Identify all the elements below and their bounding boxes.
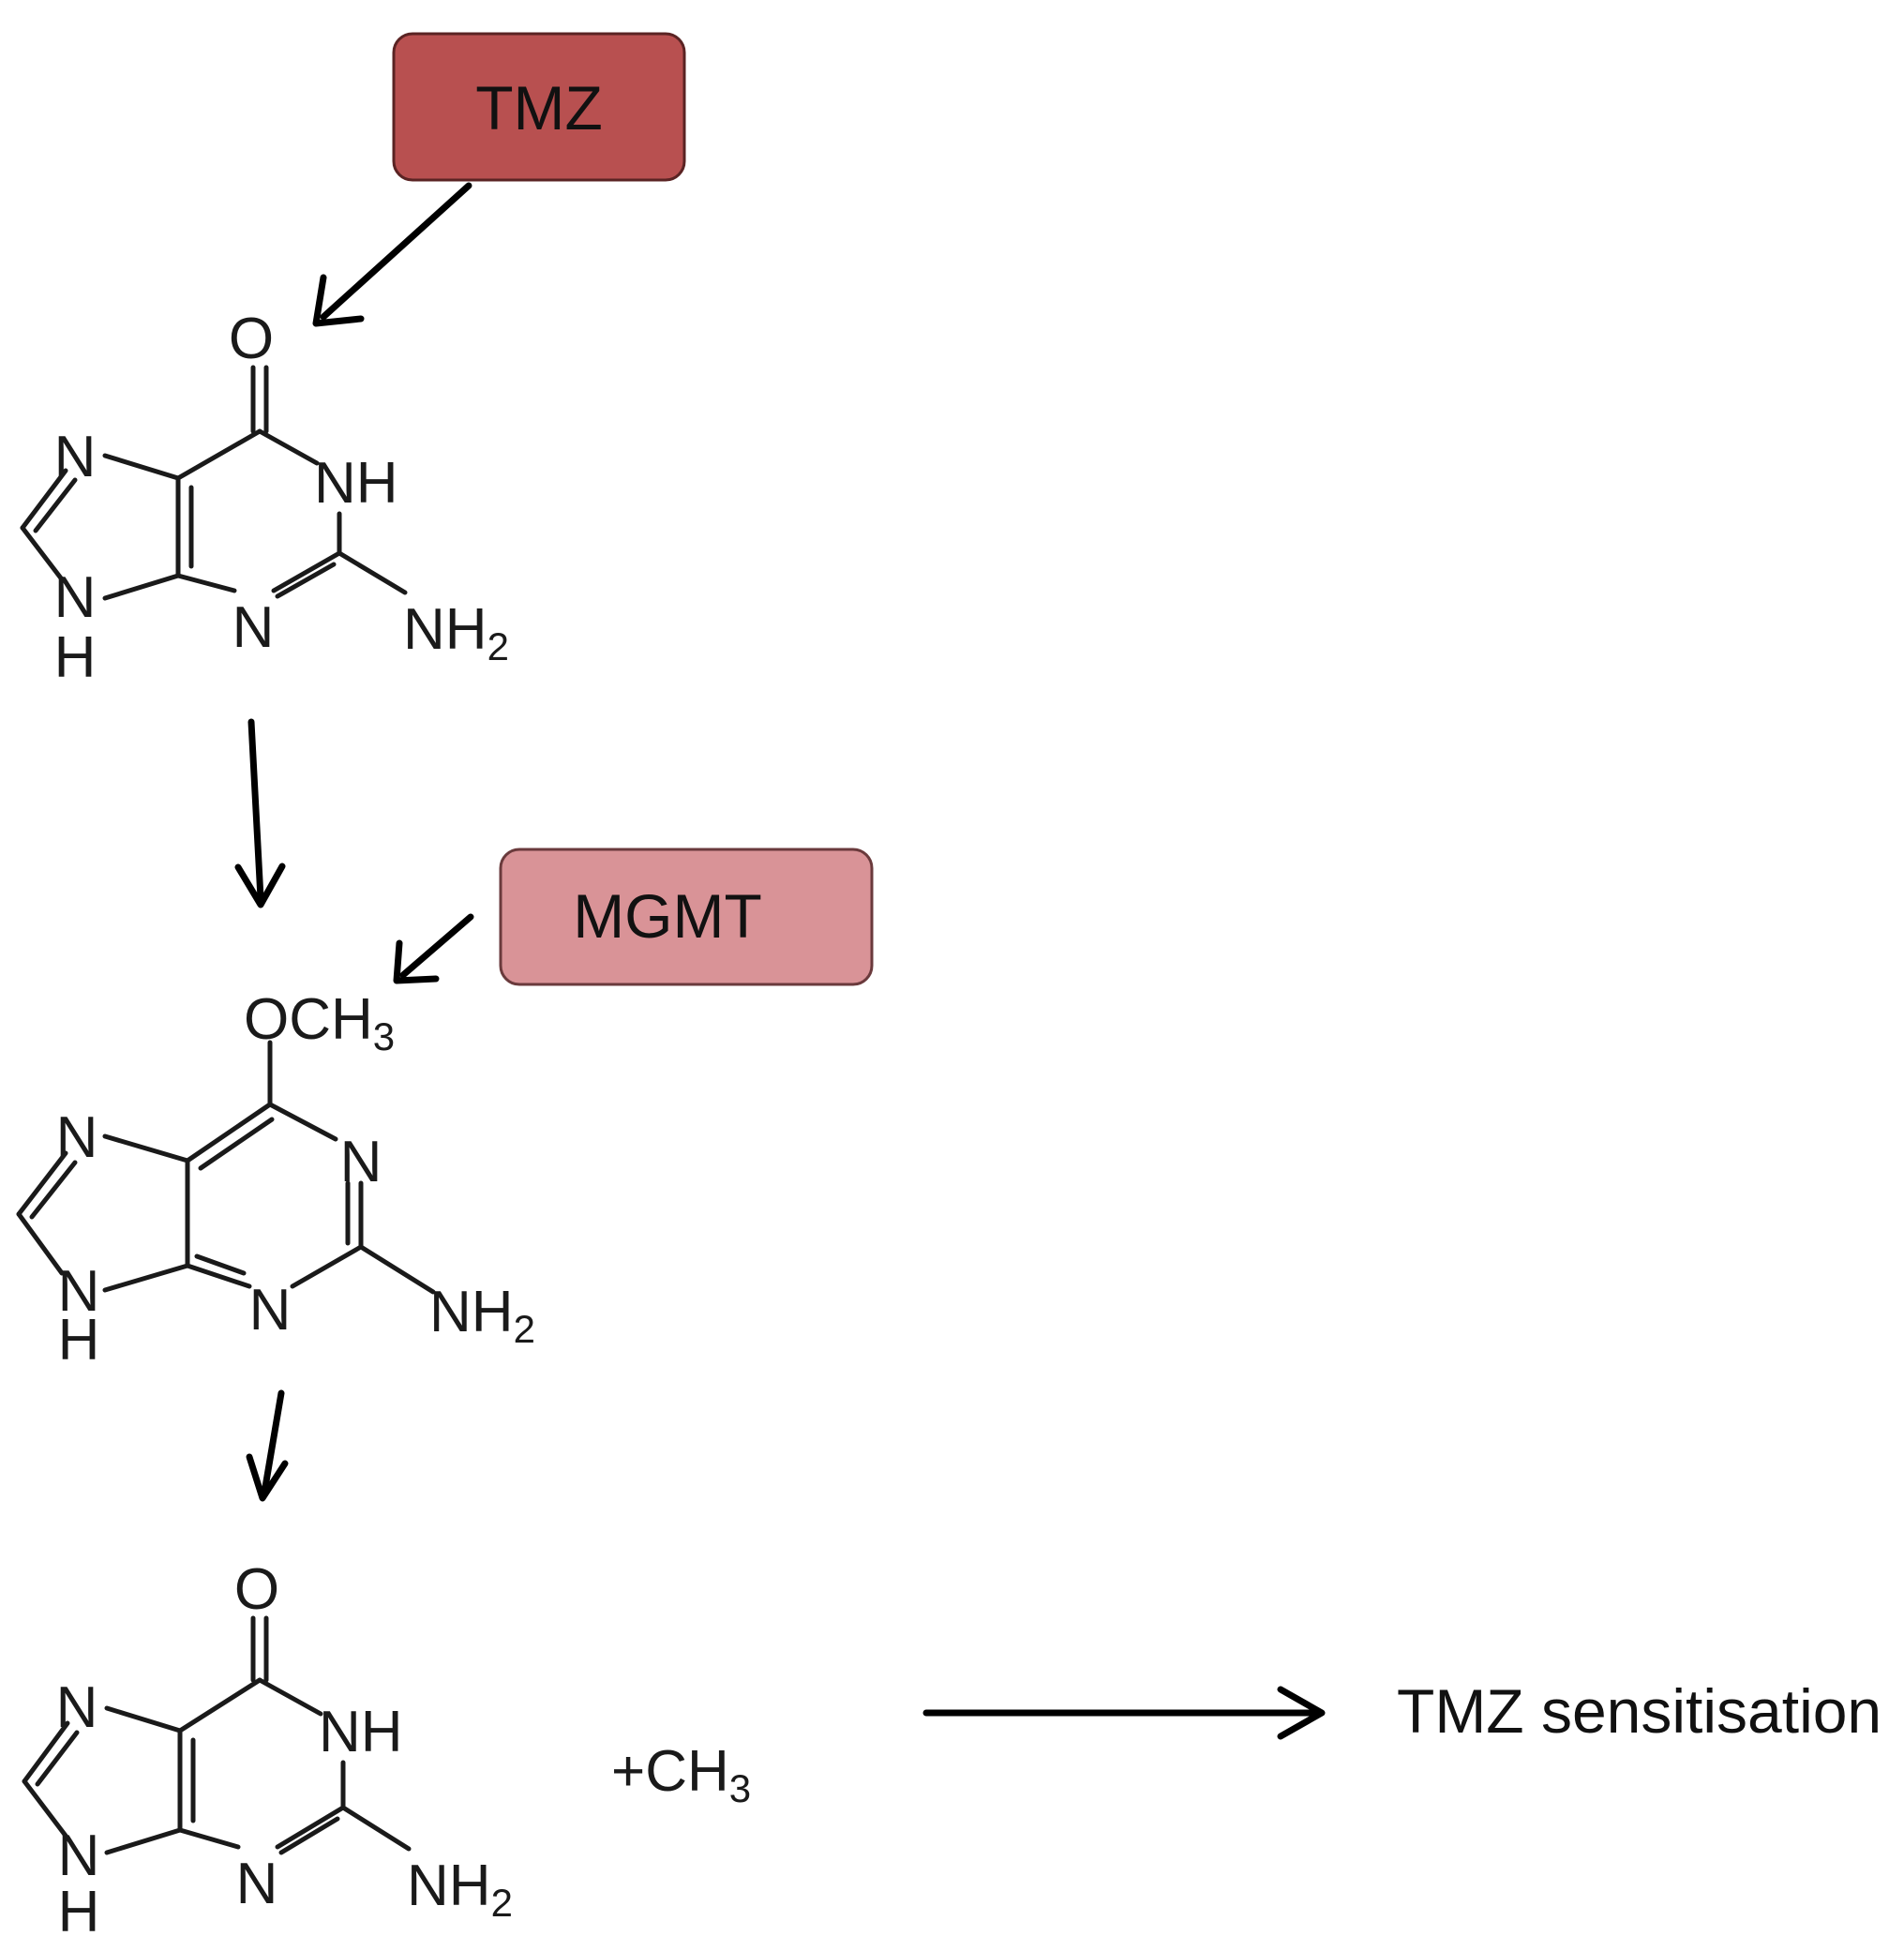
atom-n9: N	[58, 1823, 100, 1888]
arrow-head	[246, 1453, 289, 1502]
bond	[267, 1102, 338, 1142]
bond	[102, 453, 181, 481]
mgmt-box: MGMT	[499, 848, 874, 986]
nh2-subscript: 2	[491, 1881, 513, 1925]
bond	[33, 477, 78, 533]
bond	[102, 1133, 190, 1163]
arrow-demethylation	[246, 1389, 289, 1502]
bond	[22, 1778, 68, 1838]
bond	[275, 562, 337, 599]
arrow-mgmt-to-o6-methylguanine	[393, 913, 474, 984]
atom-n9: N	[54, 565, 97, 630]
atom-n7: N	[54, 425, 97, 489]
bond	[185, 1263, 252, 1289]
atom-nh1: NH	[319, 1700, 403, 1764]
arrow-shaft	[320, 182, 472, 321]
atom-n3: N	[232, 595, 275, 660]
arrow-shaft	[261, 1389, 285, 1496]
molecule-guanine-bottom: O N NH N H N NH2	[22, 1557, 513, 1944]
nh2-subscript: 2	[487, 624, 509, 668]
arrow-methylation	[234, 718, 286, 908]
atom-o: O	[229, 307, 274, 371]
molecule-guanine-top: O N NH N H N NH2	[20, 307, 509, 690]
arrow-shaft	[399, 913, 474, 979]
nh2-main: NH	[429, 1280, 514, 1344]
bond	[22, 1720, 70, 1784]
bond	[275, 1805, 346, 1850]
bond	[257, 1677, 323, 1717]
arrow-head	[1277, 1686, 1326, 1740]
bond	[175, 573, 237, 593]
bond	[35, 1730, 80, 1787]
tmz-box: TMZ	[392, 32, 686, 182]
bond	[257, 428, 320, 466]
atom-nh2: NH2	[407, 1853, 513, 1925]
molecule-o6-methylguanine: OCH3 N N N H N NH2	[16, 987, 535, 1373]
bond	[177, 1827, 241, 1850]
nh2-main: NH	[403, 597, 487, 662]
outcome-label: TMZ sensitisation	[1397, 1676, 1882, 1746]
tmz-label: TMZ	[475, 73, 603, 143]
arrow-head	[234, 863, 286, 908]
atom-h9: H	[58, 1880, 100, 1944]
bond	[29, 1160, 78, 1220]
tmz-box-shape	[392, 32, 686, 182]
bond	[194, 1253, 247, 1276]
bond	[185, 1102, 273, 1163]
atom-n9: N	[58, 1259, 100, 1324]
atom-n1: N	[340, 1130, 382, 1194]
atom-h9: H	[58, 1308, 100, 1373]
atom-och3: OCH3	[244, 987, 395, 1058]
bond	[16, 1150, 68, 1217]
bond	[337, 550, 408, 595]
bond	[358, 1244, 436, 1295]
arrow-tmz-to-guanine	[312, 182, 472, 327]
atom-nh2: NH2	[403, 597, 509, 668]
arrow-head	[312, 274, 365, 327]
atom-n3: N	[236, 1852, 278, 1916]
atom-n7: N	[56, 1675, 98, 1740]
atom-h9: H	[54, 625, 97, 690]
arrow-shaft	[247, 718, 264, 902]
methyl-byproduct: +CH3	[611, 1739, 751, 1810]
och3-main: OCH	[244, 987, 373, 1052]
bond	[16, 1211, 65, 1276]
atom-o: O	[234, 1557, 279, 1622]
nh2-subscript: 2	[514, 1307, 535, 1351]
bond	[20, 525, 65, 582]
bond	[271, 550, 342, 593]
methyl-main: +CH	[611, 1739, 729, 1804]
methyl-subscript: 3	[729, 1766, 751, 1810]
arrow-to-outcome	[922, 1686, 1326, 1740]
bond	[340, 1805, 412, 1852]
bond	[290, 1244, 364, 1289]
atom-n7: N	[56, 1105, 98, 1170]
atom-nh1: NH	[314, 451, 398, 516]
atom-n3: N	[249, 1278, 292, 1343]
bond	[102, 573, 181, 601]
bond	[104, 1705, 183, 1733]
arrow-head	[393, 939, 440, 984]
bond	[102, 1263, 190, 1293]
mgmt-label: MGMT	[573, 881, 762, 951]
nh2-main: NH	[407, 1853, 491, 1918]
atom-nh2: NH2	[429, 1280, 535, 1351]
bond	[104, 1827, 183, 1855]
bond	[20, 468, 68, 531]
och3-subscript: 3	[373, 1014, 395, 1058]
bond	[177, 1677, 262, 1733]
mgmt-box-shape	[499, 848, 874, 986]
bond	[175, 428, 262, 481]
bond	[198, 1117, 275, 1171]
bond	[278, 1816, 340, 1855]
